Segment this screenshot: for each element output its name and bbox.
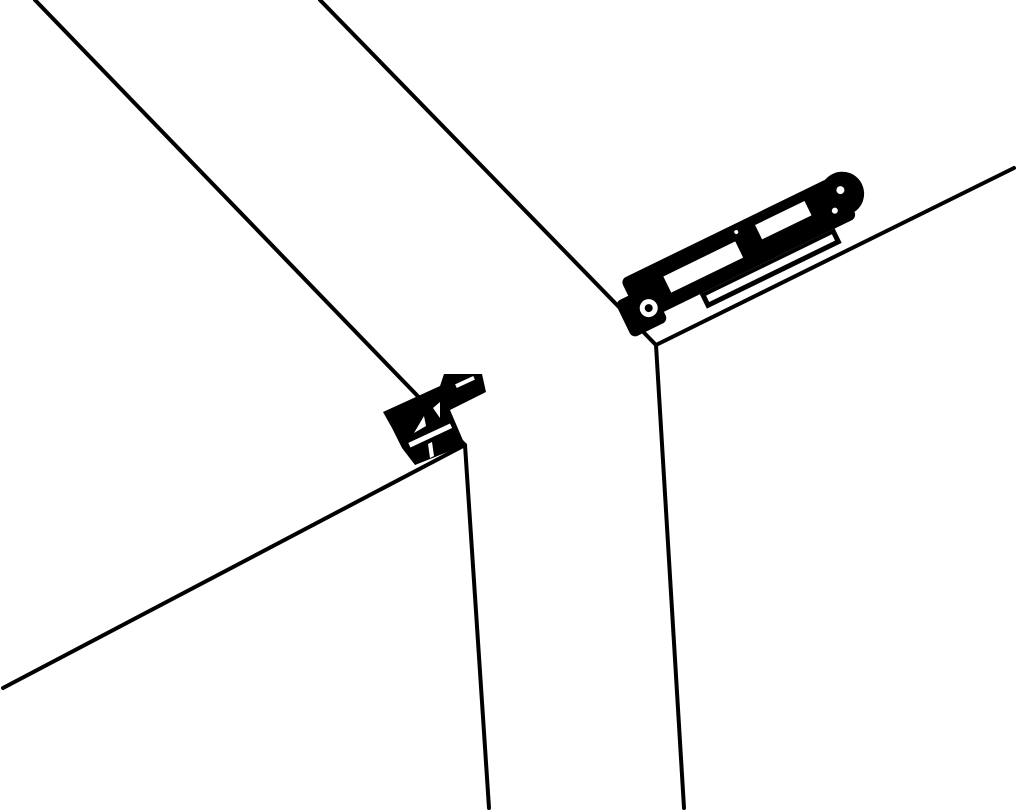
lower-bracket-mechanism: [383, 374, 486, 465]
upper-latch-mechanism: [616, 171, 865, 337]
right-panel-front-top-edge: [654, 166, 1016, 347]
left-panel-front-top-edge: [1, 443, 467, 690]
left-panel-top-edge: [33, 0, 467, 447]
left-panel-vertical-edge: [463, 443, 491, 810]
right-panel-vertical-edge: [654, 343, 686, 810]
right-panel-top-edge: [318, 0, 658, 347]
